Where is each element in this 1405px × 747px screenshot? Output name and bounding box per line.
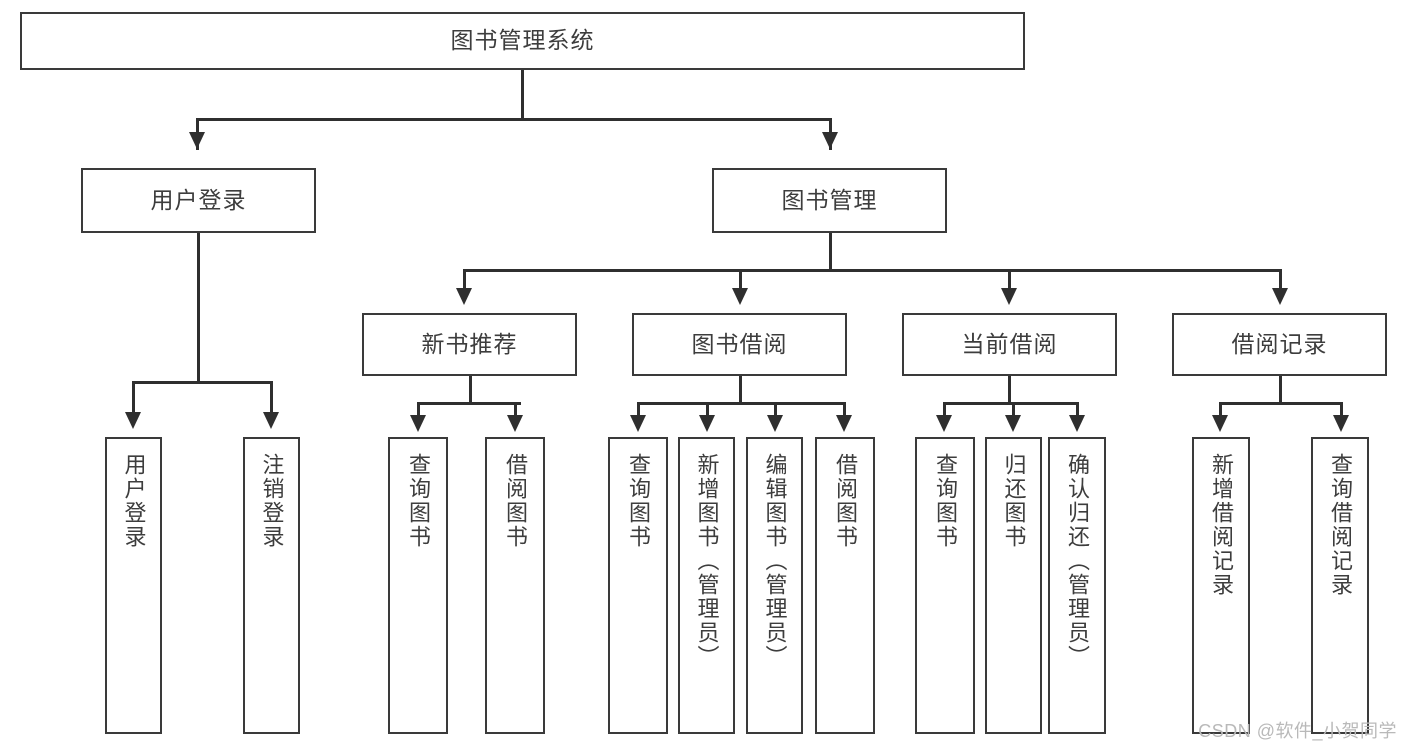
node-current-borrow[interactable]: 当前借阅	[902, 313, 1117, 376]
arrow-book-mgmt-to-new-book	[456, 288, 472, 305]
connector-current-borrow-stem	[1008, 376, 1011, 404]
connector-user-login-to-leaf-1	[132, 381, 135, 421]
leaf-new-book-borrow-book[interactable]: 借阅图书	[485, 437, 545, 734]
node-label: 借阅记录	[1231, 330, 1328, 357]
connector-borrow-record-stem	[1279, 376, 1282, 404]
connector-root-stem	[521, 70, 524, 120]
node-label: 查询图书	[625, 453, 651, 549]
connector-current-borrow-to-leaf-2	[1012, 402, 1015, 422]
node-label: 新书推荐	[421, 330, 518, 357]
connector-current-borrow-to-leaf-3	[1076, 402, 1079, 422]
connector-current-borrow-to-leaf-1	[943, 402, 946, 422]
arrow-book-mgmt-to-current-borrow	[1001, 288, 1017, 305]
leaf-current-borrow-return-book[interactable]: 归还图书	[985, 437, 1042, 734]
connector-book-mgmt-to-book-borrow	[739, 269, 742, 299]
node-label: 查询图书	[405, 453, 431, 549]
connector-borrow-record-to-leaf-2	[1340, 402, 1343, 422]
node-label: 当前借阅	[961, 330, 1058, 357]
node-label: 归还图书	[1001, 453, 1027, 549]
connector-borrow-record-bus	[1219, 402, 1340, 405]
leaf-book-borrow-query-book[interactable]: 查询图书	[608, 437, 668, 734]
watermark: CSDN @软件_小贺同学	[1198, 721, 1397, 741]
node-user-login[interactable]: 用户登录	[81, 168, 316, 233]
node-label: 查询图书	[932, 453, 958, 549]
connector-book-borrow-to-leaf-3	[774, 402, 777, 422]
arrow-borrow-record-to-leaf-1	[1212, 415, 1228, 432]
node-root-system[interactable]: 图书管理系统	[20, 12, 1025, 70]
connector-user-login-to-leaf-2	[270, 381, 273, 421]
connector-book-borrow-to-leaf-2	[706, 402, 709, 422]
arrow-user-login-to-leaf-2	[263, 412, 279, 429]
connector-book-mgmt-bus	[463, 269, 1281, 272]
node-label: 确认归还（管理员）	[1064, 453, 1090, 669]
node-book-management[interactable]: 图书管理	[712, 168, 947, 233]
node-new-book-recommend[interactable]: 新书推荐	[362, 313, 577, 376]
connector-book-borrow-bus	[637, 402, 845, 405]
connector-new-book-bus	[417, 402, 521, 405]
leaf-current-borrow-confirm-return[interactable]: 确认归还（管理员）	[1048, 437, 1106, 734]
connector-book-borrow-to-leaf-1	[637, 402, 640, 422]
connector-current-borrow-bus	[943, 402, 1076, 405]
connector-book-borrow-stem	[739, 376, 742, 404]
arrow-new-book-to-leaf-1	[410, 415, 426, 432]
arrow-book-borrow-to-leaf-4	[836, 415, 852, 432]
node-label: 新增借阅记录	[1208, 453, 1234, 597]
connector-user-login-bus	[132, 381, 270, 384]
connector-user-login-stem	[197, 233, 200, 383]
leaf-book-borrow-borrow-book[interactable]: 借阅图书	[815, 437, 875, 734]
connector-new-book-stem	[469, 376, 472, 404]
connector-new-book-to-leaf-2	[514, 402, 517, 422]
leaf-user-login-logout[interactable]: 注销登录	[243, 437, 300, 734]
arrow-book-borrow-to-leaf-3	[767, 415, 783, 432]
arrow-book-borrow-to-leaf-2	[699, 415, 715, 432]
connector-book-mgmt-stem	[829, 233, 832, 271]
arrow-book-mgmt-to-borrow-record	[1272, 288, 1288, 305]
node-label: 图书借阅	[691, 330, 788, 357]
node-label: 查询借阅记录	[1327, 453, 1353, 597]
node-label: 编辑图书（管理员）	[762, 453, 788, 669]
node-label: 用户登录	[121, 453, 147, 549]
node-book-borrow[interactable]: 图书借阅	[632, 313, 847, 376]
arrow-root-to-book-mgmt	[822, 132, 838, 149]
connector-book-mgmt-to-new-book	[463, 269, 466, 299]
leaf-borrow-record-add-record[interactable]: 新增借阅记录	[1192, 437, 1250, 734]
arrow-current-borrow-to-leaf-1	[936, 415, 952, 432]
arrow-borrow-record-to-leaf-2	[1333, 415, 1349, 432]
node-label: 注销登录	[259, 453, 285, 549]
leaf-new-book-query-book[interactable]: 查询图书	[388, 437, 448, 734]
leaf-borrow-record-query-record[interactable]: 查询借阅记录	[1311, 437, 1369, 734]
connector-book-mgmt-to-borrow-record	[1279, 269, 1282, 299]
arrow-current-borrow-to-leaf-3	[1069, 415, 1085, 432]
arrow-user-login-to-leaf-1	[125, 412, 141, 429]
node-label: 图书管理系统	[450, 27, 595, 54]
leaf-book-borrow-edit-book[interactable]: 编辑图书（管理员）	[746, 437, 803, 734]
connector-root-bus	[196, 118, 831, 121]
arrow-root-to-user-login	[189, 132, 205, 149]
leaf-user-login-login[interactable]: 用户登录	[105, 437, 162, 734]
node-borrow-record[interactable]: 借阅记录	[1172, 313, 1387, 376]
node-label: 图书管理	[781, 186, 878, 213]
arrow-new-book-to-leaf-2	[507, 415, 523, 432]
leaf-book-borrow-add-book[interactable]: 新增图书（管理员）	[678, 437, 735, 734]
node-label: 新增图书（管理员）	[694, 453, 720, 669]
leaf-current-borrow-query-book[interactable]: 查询图书	[915, 437, 975, 734]
connector-book-borrow-to-leaf-4	[843, 402, 846, 422]
arrow-book-mgmt-to-book-borrow	[732, 288, 748, 305]
node-label: 借阅图书	[502, 453, 528, 549]
connector-borrow-record-to-leaf-1	[1219, 402, 1222, 422]
node-label: 用户登录	[150, 186, 247, 213]
node-label: 借阅图书	[832, 453, 858, 549]
arrow-current-borrow-to-leaf-2	[1005, 415, 1021, 432]
connector-new-book-to-leaf-1	[417, 402, 420, 422]
arrow-book-borrow-to-leaf-1	[630, 415, 646, 432]
connector-book-mgmt-to-current-borrow	[1008, 269, 1011, 299]
